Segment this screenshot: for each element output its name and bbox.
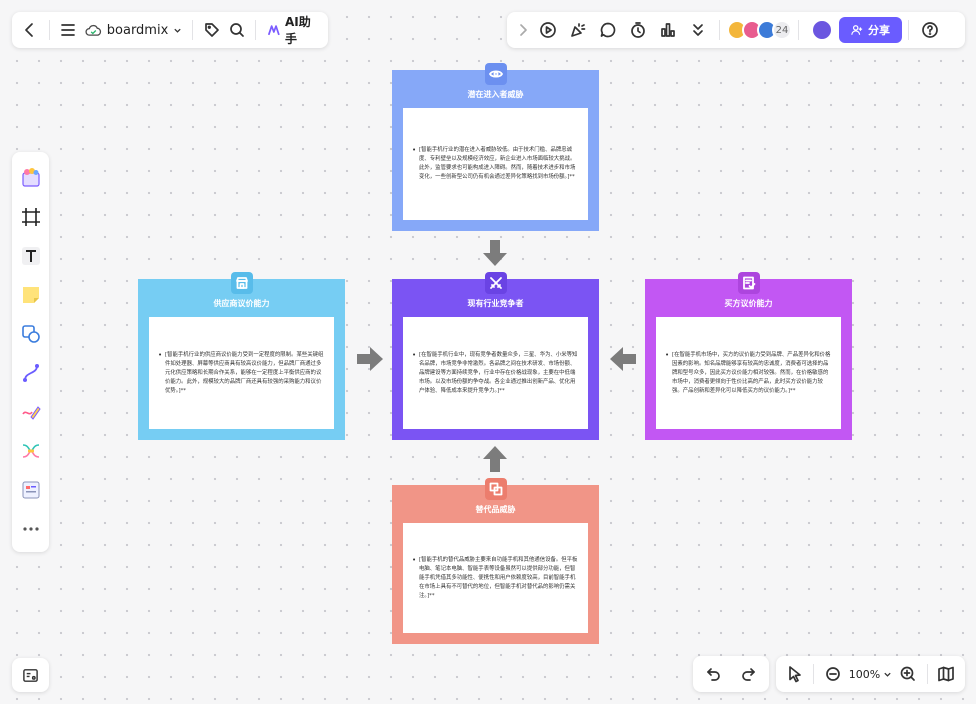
card-text: [智能手机的替代品威胁主要来自功能手机和其他通信设备。但平板电脑、笔记本电脑、智… [412,556,578,601]
divider [926,664,928,684]
frame-icon[interactable] [12,197,49,236]
collapse-chevron-icon[interactable] [513,15,533,45]
help-icon[interactable] [915,15,945,45]
card-substitutes[interactable]: 替代品威胁 [智能手机的替代品威胁主要来自功能手机和其他通信设备。但平板电脑、笔… [392,478,599,644]
card-body: [在智能手机市场中，买方的议价能力受到品牌、产品差异化和价格因素的影响。知名品牌… [656,317,841,429]
divider [48,20,50,40]
share-button[interactable]: 分享 [839,17,902,43]
card-buyer-power[interactable]: 买方议价能力 [在智能手机市场中，买方的议价能力受到品牌、产品差异化和价格因素的… [645,272,852,440]
zoom-level-dropdown[interactable]: 100% [849,668,892,681]
zoom-level: 100% [848,667,881,681]
card-title: 潜在进入者威胁 [467,90,524,99]
sticky-note-icon[interactable] [12,275,49,314]
comment-icon[interactable] [593,15,623,45]
card-text: [在智能手机市场中，买方的议价能力受到品牌、产品差异化和价格因素的影响。知名品牌… [665,351,831,396]
search-icon[interactable] [224,15,249,45]
vote-icon[interactable] [653,15,683,45]
copy-icon [485,478,507,500]
play-icon[interactable] [533,15,563,45]
card-body: [智能手机的替代品威胁主要来自功能手机和其他通信设备。但平板电脑、笔记本电脑、智… [403,523,588,633]
document-check-icon [738,272,760,294]
more-chevrons-icon[interactable] [683,15,713,45]
minimap-icon [23,668,38,682]
crossed-swords-icon [485,272,507,294]
divider [908,20,909,40]
collaborator-list[interactable]: 24 [726,20,792,40]
zoom-controls: 100% [776,656,965,692]
card-body: [智能手机行业的供应商议价能力受到一定程度的限制。某些关键组件如处理器、屏幕等供… [149,317,334,429]
eye-icon [485,63,507,85]
arrow-up-icon[interactable] [483,446,507,472]
share-label: 分享 [868,24,890,37]
undo-icon[interactable] [699,659,729,689]
card-title: 供应商议价能力 [213,299,270,308]
card-body: [在智能手机行业中，现有竞争者数量众多，三星、华为、小米等知名品牌，市场竞争非常… [403,317,588,429]
add-user-icon [851,25,863,35]
card-industry-rivals[interactable]: 现有行业竞争者 [在智能手机行业中，现有竞争者数量众多，三星、华为、小米等知名品… [392,272,599,440]
card-text: [在智能手机行业中，现有竞争者数量众多，三星、华为、小米等知名品牌，市场竞争非常… [412,351,578,396]
ai-logo-icon [267,24,280,35]
mindmap-icon[interactable] [12,431,49,470]
arrow-right-icon[interactable] [357,347,383,371]
card-supplier-power[interactable]: 供应商议价能力 [智能手机行业的供应商议价能力受到一定程度的限制。某些关键组件如… [138,272,345,440]
menu-icon[interactable] [56,15,81,45]
divider [813,664,815,684]
card-body: [智能手机行业的潜在进入者威胁较低。由于技术门槛、品牌忠诚度、专利壁垒以及规模经… [403,108,588,220]
arrow-left-icon[interactable] [610,347,636,371]
cursor-icon[interactable] [780,659,810,689]
left-toolbar [12,152,49,552]
connector-icon[interactable] [12,353,49,392]
top-left-toolbar: boardmix AI助手 [12,12,328,48]
board-name-dropdown[interactable]: boardmix [81,23,187,38]
card-title: 替代品威胁 [475,505,516,514]
divider [719,20,720,40]
redo-icon[interactable] [733,659,763,689]
tag-icon[interactable] [199,15,224,45]
card-title: 买方议价能力 [724,299,773,308]
shop-icon [231,272,253,294]
collaborator-count: 24 [772,20,792,40]
back-icon[interactable] [18,15,43,45]
divider [255,20,256,40]
shape-icon[interactable] [12,314,49,353]
sticker-pack-icon[interactable] [12,158,49,197]
pen-icon[interactable] [12,392,49,431]
card-title: 现有行业竞争者 [467,299,524,308]
card-text: [智能手机行业的潜在进入者威胁较低。由于技术门槛、品牌忠诚度、专利壁垒以及规模经… [412,146,578,182]
top-right-toolbar: 24 分享 [507,12,965,48]
ai-assistant-label: AI助手 [285,15,311,46]
cloud-icon [85,24,101,36]
divider [798,20,799,40]
undo-redo-group [693,656,769,692]
arrow-down-icon[interactable] [483,240,507,266]
template-icon[interactable] [12,470,49,509]
ai-assistant-button[interactable]: AI助手 [262,13,322,47]
divider [192,20,194,40]
current-user-avatar[interactable] [811,19,833,41]
card-potential-entrants[interactable]: 潜在进入者威胁 [智能手机行业的潜在进入者威胁较低。由于技术门槛、品牌忠诚度、专… [392,63,599,231]
card-text: [智能手机行业的供应商议价能力受到一定程度的限制。某些关键组件如处理器、屏幕等供… [158,351,324,396]
timer-icon[interactable] [623,15,653,45]
chevron-down-icon [174,28,181,33]
minimap-toggle[interactable] [12,658,49,692]
more-icon[interactable] [12,509,49,548]
text-icon[interactable] [12,236,49,275]
chevron-down-icon [884,672,891,677]
board-name: boardmix [106,22,169,38]
celebrate-icon[interactable] [563,15,593,45]
map-view-icon[interactable] [931,659,961,689]
zoom-out-icon[interactable] [818,659,848,689]
zoom-in-icon[interactable] [893,659,923,689]
